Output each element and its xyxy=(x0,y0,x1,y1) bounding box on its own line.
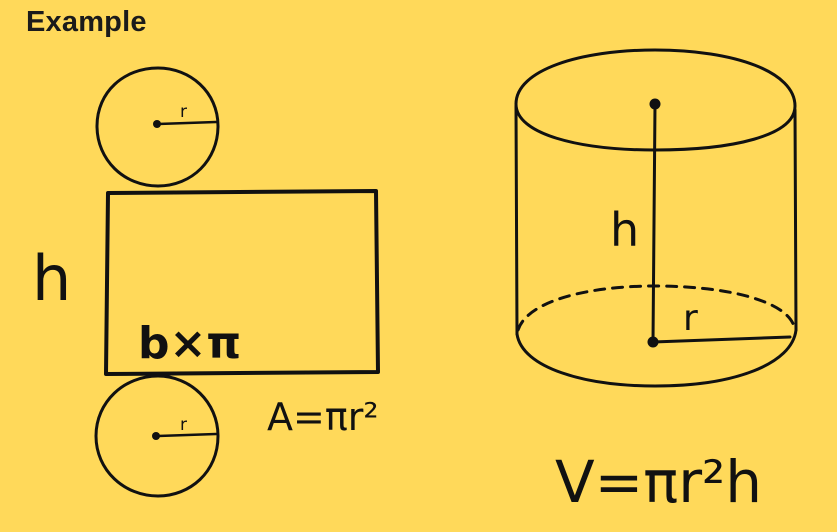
net-rectangle xyxy=(104,189,380,376)
cylinder-height-line xyxy=(651,103,657,344)
cylinder-shape xyxy=(514,48,798,388)
volume-formula: V=πr²h xyxy=(555,448,762,516)
net-bottom-circle xyxy=(94,374,220,498)
page-title: Example xyxy=(26,6,147,38)
net-top-radius-line xyxy=(156,120,218,126)
cylinder-radius-label: r xyxy=(683,298,698,339)
cylinder-height-label: h xyxy=(610,203,639,257)
area-formula: A=πr² xyxy=(267,395,379,439)
net-bottom-radius-label: r xyxy=(180,415,187,435)
cylinder-left-side xyxy=(514,104,519,336)
cylinder-bottom-back-dashed-arc xyxy=(516,284,796,332)
net-top-radius-label: r xyxy=(180,102,187,122)
cylinder-right-side xyxy=(793,108,798,332)
cylinder-radius-line xyxy=(651,335,792,344)
cylinder-bottom-front-arc xyxy=(515,328,798,388)
net-top-center-dot xyxy=(153,120,161,128)
net-rectangle-width-label: b×π xyxy=(138,318,241,369)
net-bottom-radius-line xyxy=(156,432,218,438)
net-height-label: h xyxy=(32,242,71,315)
cylinder-top-ellipse xyxy=(514,48,797,152)
net-bottom-center-dot xyxy=(152,432,160,440)
net-top-circle xyxy=(95,66,220,188)
cylinder-top-center-dot xyxy=(649,98,661,110)
